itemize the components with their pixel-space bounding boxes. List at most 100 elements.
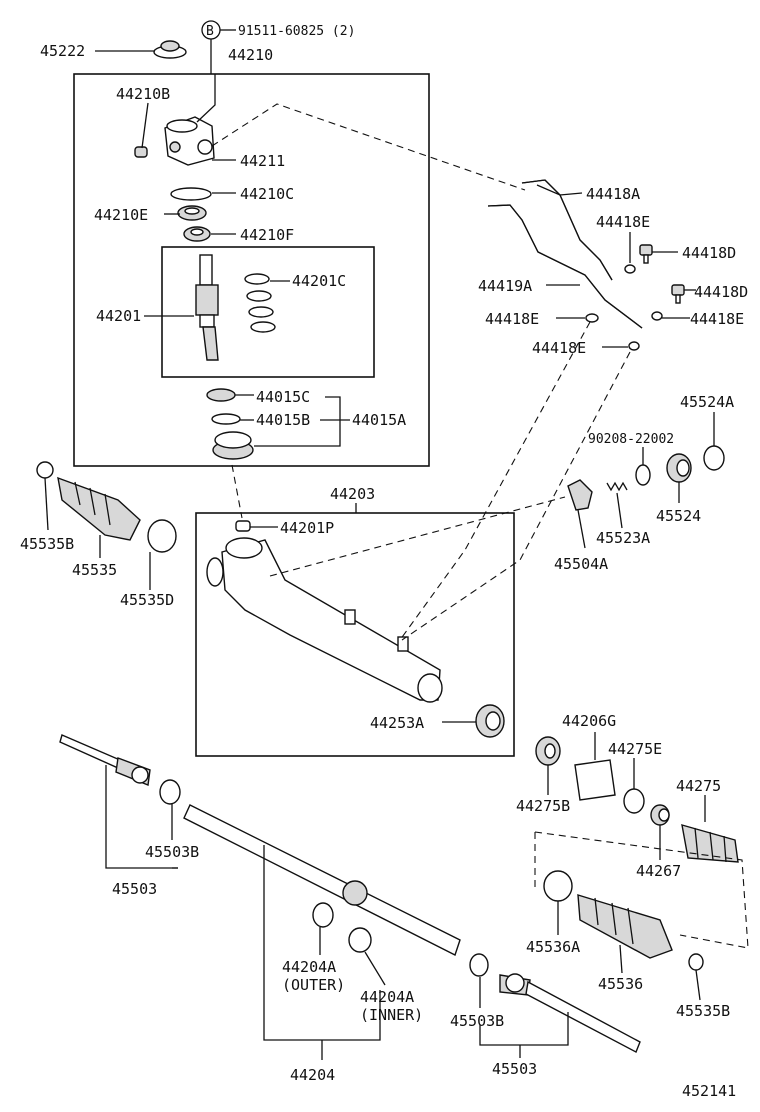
part-45523a-spring: [606, 481, 628, 492]
leader-lines: [44, 29, 715, 1060]
part-45536a-band: [543, 870, 573, 902]
part-44201c-rings: [244, 273, 276, 333]
part-44206g-sleeve: [574, 759, 616, 801]
box-44201-group: [161, 246, 375, 378]
part-44015c-ring: [206, 388, 236, 402]
part-44419a-tube-inner: [487, 204, 643, 329]
label-44210e: 44210E: [94, 206, 148, 224]
label-44275: 44275: [676, 777, 721, 795]
label-44418e-c: 44418E: [690, 310, 744, 328]
part-44015a-seal: [212, 431, 254, 460]
part-44275-boot: [681, 824, 739, 863]
part-44418e-gasket-b: [585, 313, 599, 323]
guide-tube-to-housing-b: [401, 351, 631, 641]
label-44201: 44201: [96, 307, 141, 325]
part-44211-housing: [164, 116, 215, 166]
label-44210b: 44210B: [116, 85, 170, 103]
label-44418e-a: 44418E: [596, 213, 650, 231]
part-44210c-ring: [170, 187, 212, 201]
part-45524-plug: [666, 453, 692, 483]
label-44275b: 44275B: [516, 797, 570, 815]
part-45503b-plate-right: [469, 953, 489, 977]
label-44210c: 44210C: [240, 185, 294, 203]
part-44015b-ring: [211, 413, 241, 425]
label-45536: 45536: [598, 975, 643, 993]
part-44253a-bushing: [475, 704, 505, 738]
guide-box-right: [534, 831, 749, 949]
label-45535b-left: 45535B: [20, 535, 74, 553]
part-44204a-inner: [348, 927, 372, 953]
part-44210b-nut: [134, 146, 148, 158]
part-44418a-tube-inner: [521, 179, 613, 281]
label-44418d-a: 44418D: [682, 244, 736, 262]
guide-housing-to-guide: [269, 496, 566, 577]
part-44275b-bushing: [535, 736, 561, 766]
label-44267: 44267: [636, 862, 681, 880]
part-44267-collar: [650, 804, 670, 826]
label-44203: 44203: [330, 485, 375, 503]
label-45536a: 45536A: [526, 938, 580, 956]
label-44275e: 44275E: [608, 740, 662, 758]
label-b-marker: B: [206, 24, 214, 39]
label-44204a-outer-sub: (OUTER): [282, 976, 345, 994]
label-44418e-b: 44418E: [485, 310, 539, 328]
part-90208-ring: [635, 464, 651, 486]
label-45524: 45524: [656, 507, 701, 525]
label-45524a: 45524A: [680, 393, 734, 411]
part-44201p-plug: [235, 520, 251, 532]
label-44204a-inner: 44204A: [360, 988, 414, 1006]
box-44203-group: [195, 512, 515, 757]
label-44015a: 44015A: [352, 411, 406, 429]
label-45503b-right: 45503B: [450, 1012, 504, 1030]
label-44015b: 44015B: [256, 411, 310, 429]
label-91511-60825: 91511-60825 (2): [238, 24, 355, 39]
part-45503-tie-rod-right: [499, 973, 641, 1053]
part-44204a-outer: [312, 902, 334, 928]
label-45523a: 45523A: [596, 529, 650, 547]
part-45536-boot-right: [577, 894, 673, 959]
label-44210f: 44210F: [240, 226, 294, 244]
part-45535d-band: [147, 519, 177, 553]
part-44275e-ring: [623, 788, 645, 814]
label-44210: 44210: [228, 46, 273, 64]
part-45535b-clip-left: [36, 461, 54, 479]
part-44418e-gasket-d: [628, 341, 640, 351]
part-45535b-clip-right: [688, 953, 704, 971]
guide-shaft-to-housing: [231, 464, 243, 519]
guide-housing-to-tubes: [211, 103, 526, 191]
label-44204a-inner-sub: (INNER): [360, 1006, 423, 1024]
part-45535-boot-left: [57, 476, 141, 541]
label-44211: 44211: [240, 152, 285, 170]
part-44210f-bearing: [183, 226, 211, 242]
part-45222-cap: [153, 40, 187, 59]
part-45503b-plate-left: [159, 779, 181, 805]
part-44418e-gasket-a: [624, 264, 636, 274]
label-45504a: 45504A: [554, 555, 608, 573]
label-44418a: 44418A: [586, 185, 640, 203]
label-44201c: 44201C: [292, 272, 346, 290]
label-45503b-left: 45503B: [145, 843, 199, 861]
part-44203-rack-housing: [206, 537, 443, 703]
figure-number: 452141: [682, 1082, 736, 1100]
label-45535d: 45535D: [120, 591, 174, 609]
label-44253a: 44253A: [370, 714, 424, 732]
label-44206g: 44206G: [562, 712, 616, 730]
part-44418d-bolt-a: [639, 244, 653, 264]
part-44201-pinion-shaft: [195, 254, 219, 361]
label-44418d-b: 44418D: [694, 283, 748, 301]
label-44201p: 44201P: [280, 519, 334, 537]
label-44204: 44204: [290, 1066, 335, 1084]
label-44015c: 44015C: [256, 388, 310, 406]
label-45535: 45535: [72, 561, 117, 579]
box-44210-group: [73, 73, 430, 467]
part-45524a-nut: [703, 445, 725, 471]
label-44204a-outer: 44204A: [282, 958, 336, 976]
label-45222: 45222: [40, 42, 85, 60]
part-45503-tie-rod-left: [59, 734, 151, 786]
label-90208-22002: 90208-22002: [588, 432, 674, 447]
part-45504a-guide: [567, 479, 593, 511]
part-44418d-bolt-b: [671, 284, 685, 304]
guide-tube-to-housing-a: [399, 321, 591, 641]
label-45535b-right: 45535B: [676, 1002, 730, 1020]
